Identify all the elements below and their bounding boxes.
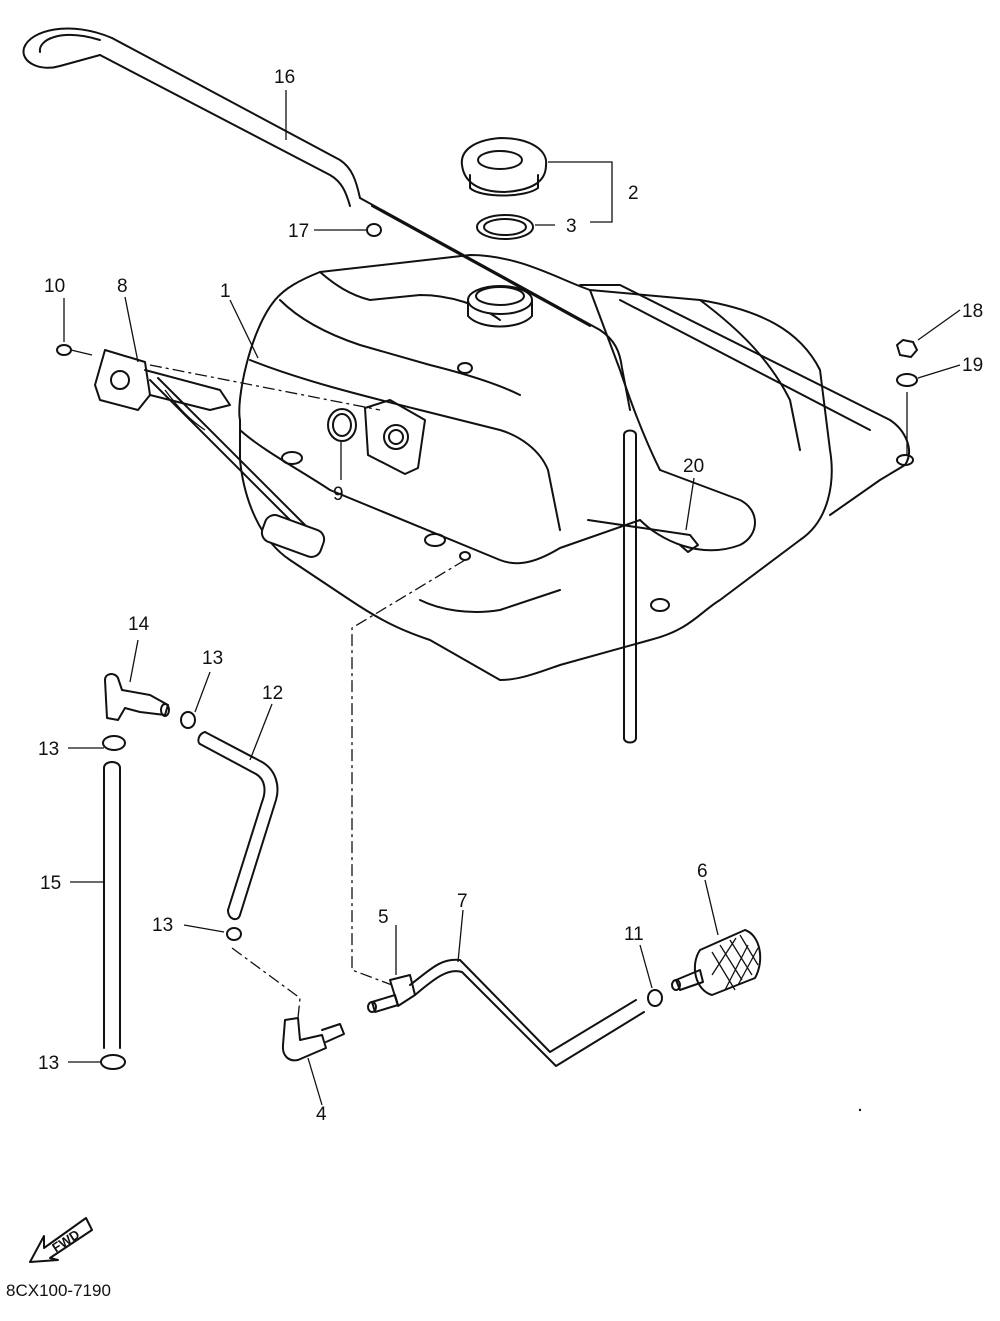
- clip-13-fitting: [180, 711, 196, 729]
- callout-4: 4: [316, 1104, 327, 1125]
- fwd-arrow-icon: FWD: [29, 1217, 93, 1263]
- stray-mark: [858, 1108, 862, 1112]
- clip-13-lower-hose: [226, 927, 242, 941]
- elbow-alignment-line: [231, 947, 301, 1019]
- callout-2: 2: [628, 183, 639, 204]
- vent-hose-16: [22, 27, 631, 411]
- sender-alignment-line: [149, 364, 381, 411]
- callout-5: 5: [378, 907, 389, 928]
- callout-8: 8: [117, 276, 128, 297]
- callout-10: 10: [44, 276, 65, 297]
- callout-13c: 13: [152, 915, 173, 936]
- nut-18: [896, 339, 918, 358]
- fwd-label: FWD: [49, 1227, 82, 1256]
- vent-hose-tail: [623, 429, 637, 744]
- callout-1: 1: [220, 281, 231, 302]
- callout-18: 18: [962, 301, 983, 322]
- callout-17: 17: [288, 221, 309, 242]
- bolt-10: [56, 344, 93, 356]
- fuel-cap: [460, 137, 548, 197]
- fuel-filter-6: [671, 929, 762, 996]
- hose-12: [197, 731, 279, 921]
- clip-11: [647, 989, 663, 1007]
- callout-9: 9: [333, 484, 344, 505]
- callout-15: 15: [40, 873, 61, 894]
- callout-11: 11: [624, 924, 644, 945]
- callout-labels: 1 2 3 4 5 6 7 8 9 10 11 12 13 13 13 13 1…: [38, 67, 983, 1125]
- callout-13b: 13: [202, 648, 223, 669]
- callout-14: 14: [128, 614, 150, 635]
- callout-13a: 13: [38, 739, 59, 760]
- callout-3: 3: [566, 216, 577, 237]
- clip-13-hose15-bottom: [100, 1054, 126, 1070]
- washer-19: [896, 373, 918, 455]
- callout-6: 6: [697, 861, 708, 882]
- fuel-sender-8: [94, 349, 326, 558]
- fuel-tank: [238, 254, 914, 681]
- callout-12: 12: [262, 683, 283, 704]
- fuel-cock-5: [367, 974, 416, 1013]
- fuel-hose-7: [409, 958, 645, 1067]
- clip-13-hose15-top: [102, 735, 126, 751]
- cock-alignment-line: [351, 559, 466, 986]
- callout-19: 19: [962, 355, 983, 376]
- callout-16: 16: [274, 67, 295, 88]
- callout-20: 20: [683, 456, 704, 477]
- callout-13d: 13: [38, 1053, 59, 1074]
- elbow-fitting-4: [281, 1017, 345, 1062]
- o-ring-9: [327, 408, 357, 442]
- fitting-14: [104, 673, 170, 721]
- drawing-code: 8CX100-7190: [6, 1281, 111, 1300]
- hose-15: [103, 761, 121, 1049]
- callout-7: 7: [457, 891, 468, 912]
- cap-gasket: [476, 214, 534, 240]
- clip-17: [354, 223, 382, 237]
- leader-lines: [63, 90, 961, 1106]
